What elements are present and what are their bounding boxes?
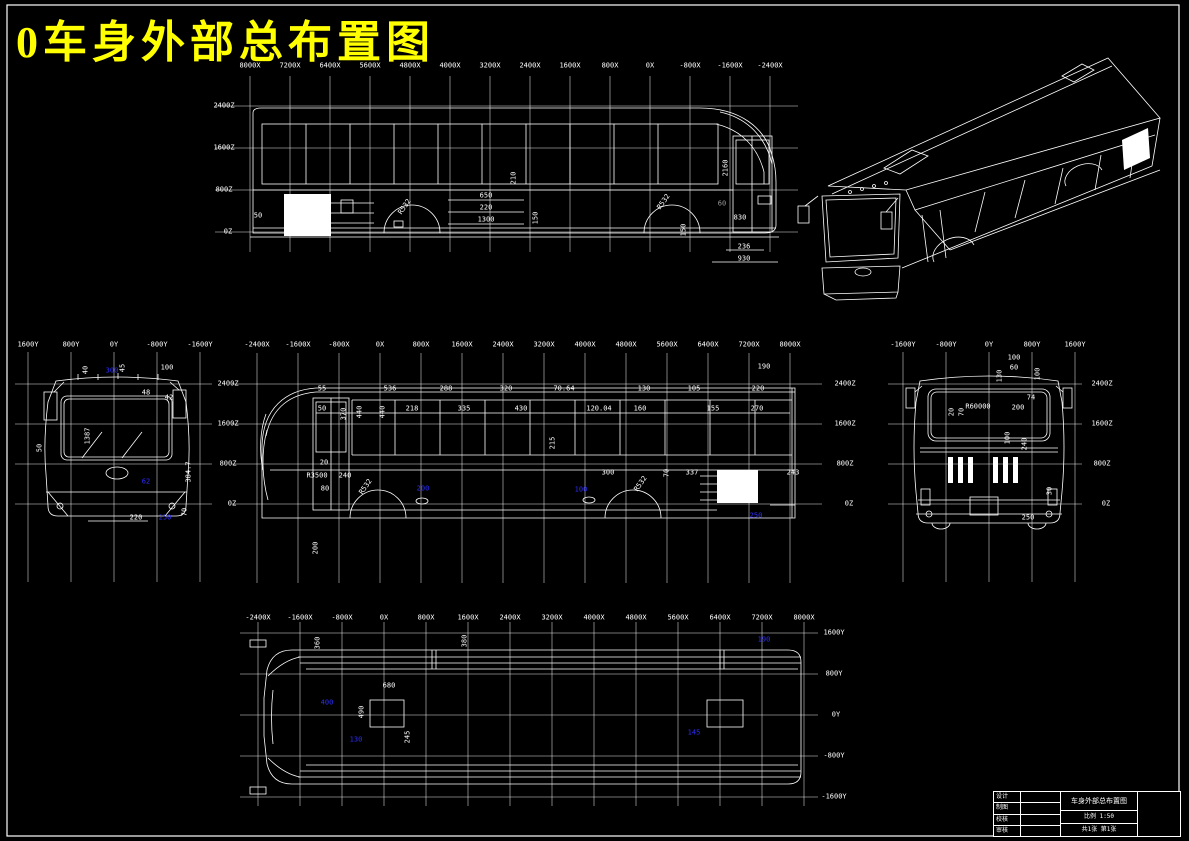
title-block-row: 设计: [994, 792, 1060, 804]
title-block-signature-rows: 设计 制图 校核 审核: [994, 792, 1061, 836]
mid-side-view-drawing: [260, 387, 796, 519]
title-block-row-value: [1021, 792, 1060, 802]
title-block-scale: 比例 1:50: [1061, 811, 1137, 824]
drawing-title: 0车身外部总布置图: [16, 18, 435, 67]
title-block-drawing-name: 车身外部总布置图: [1061, 792, 1137, 811]
grid-mid-side-view: [232, 353, 822, 583]
perspective-view-drawing: [797, 57, 1161, 301]
title-block-row-label: 校核: [994, 814, 1021, 825]
sheet-border: [6, 4, 1180, 837]
title-block-row-label: 制图: [994, 803, 1021, 814]
title-block-row-value: [1021, 803, 1060, 813]
title-block-row: 审核: [994, 825, 1060, 836]
title-block-row: 校核: [994, 814, 1060, 826]
side-view-drawing: [250, 107, 779, 263]
title-block-row-value: [1021, 826, 1060, 836]
title-block-empty-cell: [1138, 792, 1180, 836]
title-block-row-value: [1021, 815, 1060, 825]
plan-view-drawing: [249, 639, 802, 795]
title-block-row-label: 设计: [994, 792, 1021, 803]
title-block-center: 车身外部总布置图 比例 1:50 共1张 第1张: [1061, 792, 1138, 836]
rear-view-drawing: [905, 375, 1073, 530]
front-view-drawing: [43, 373, 190, 522]
title-block-row: 制图: [994, 803, 1060, 815]
title-block: 设计 制图 校核 审核 车身外部总布置图 比例 1:50 共1张 第1张: [993, 791, 1181, 837]
grid-rear-view: [888, 352, 1082, 582]
title-block-row-label: 审核: [994, 825, 1021, 836]
title-block-sheet: 共1张 第1张: [1081, 826, 1117, 833]
